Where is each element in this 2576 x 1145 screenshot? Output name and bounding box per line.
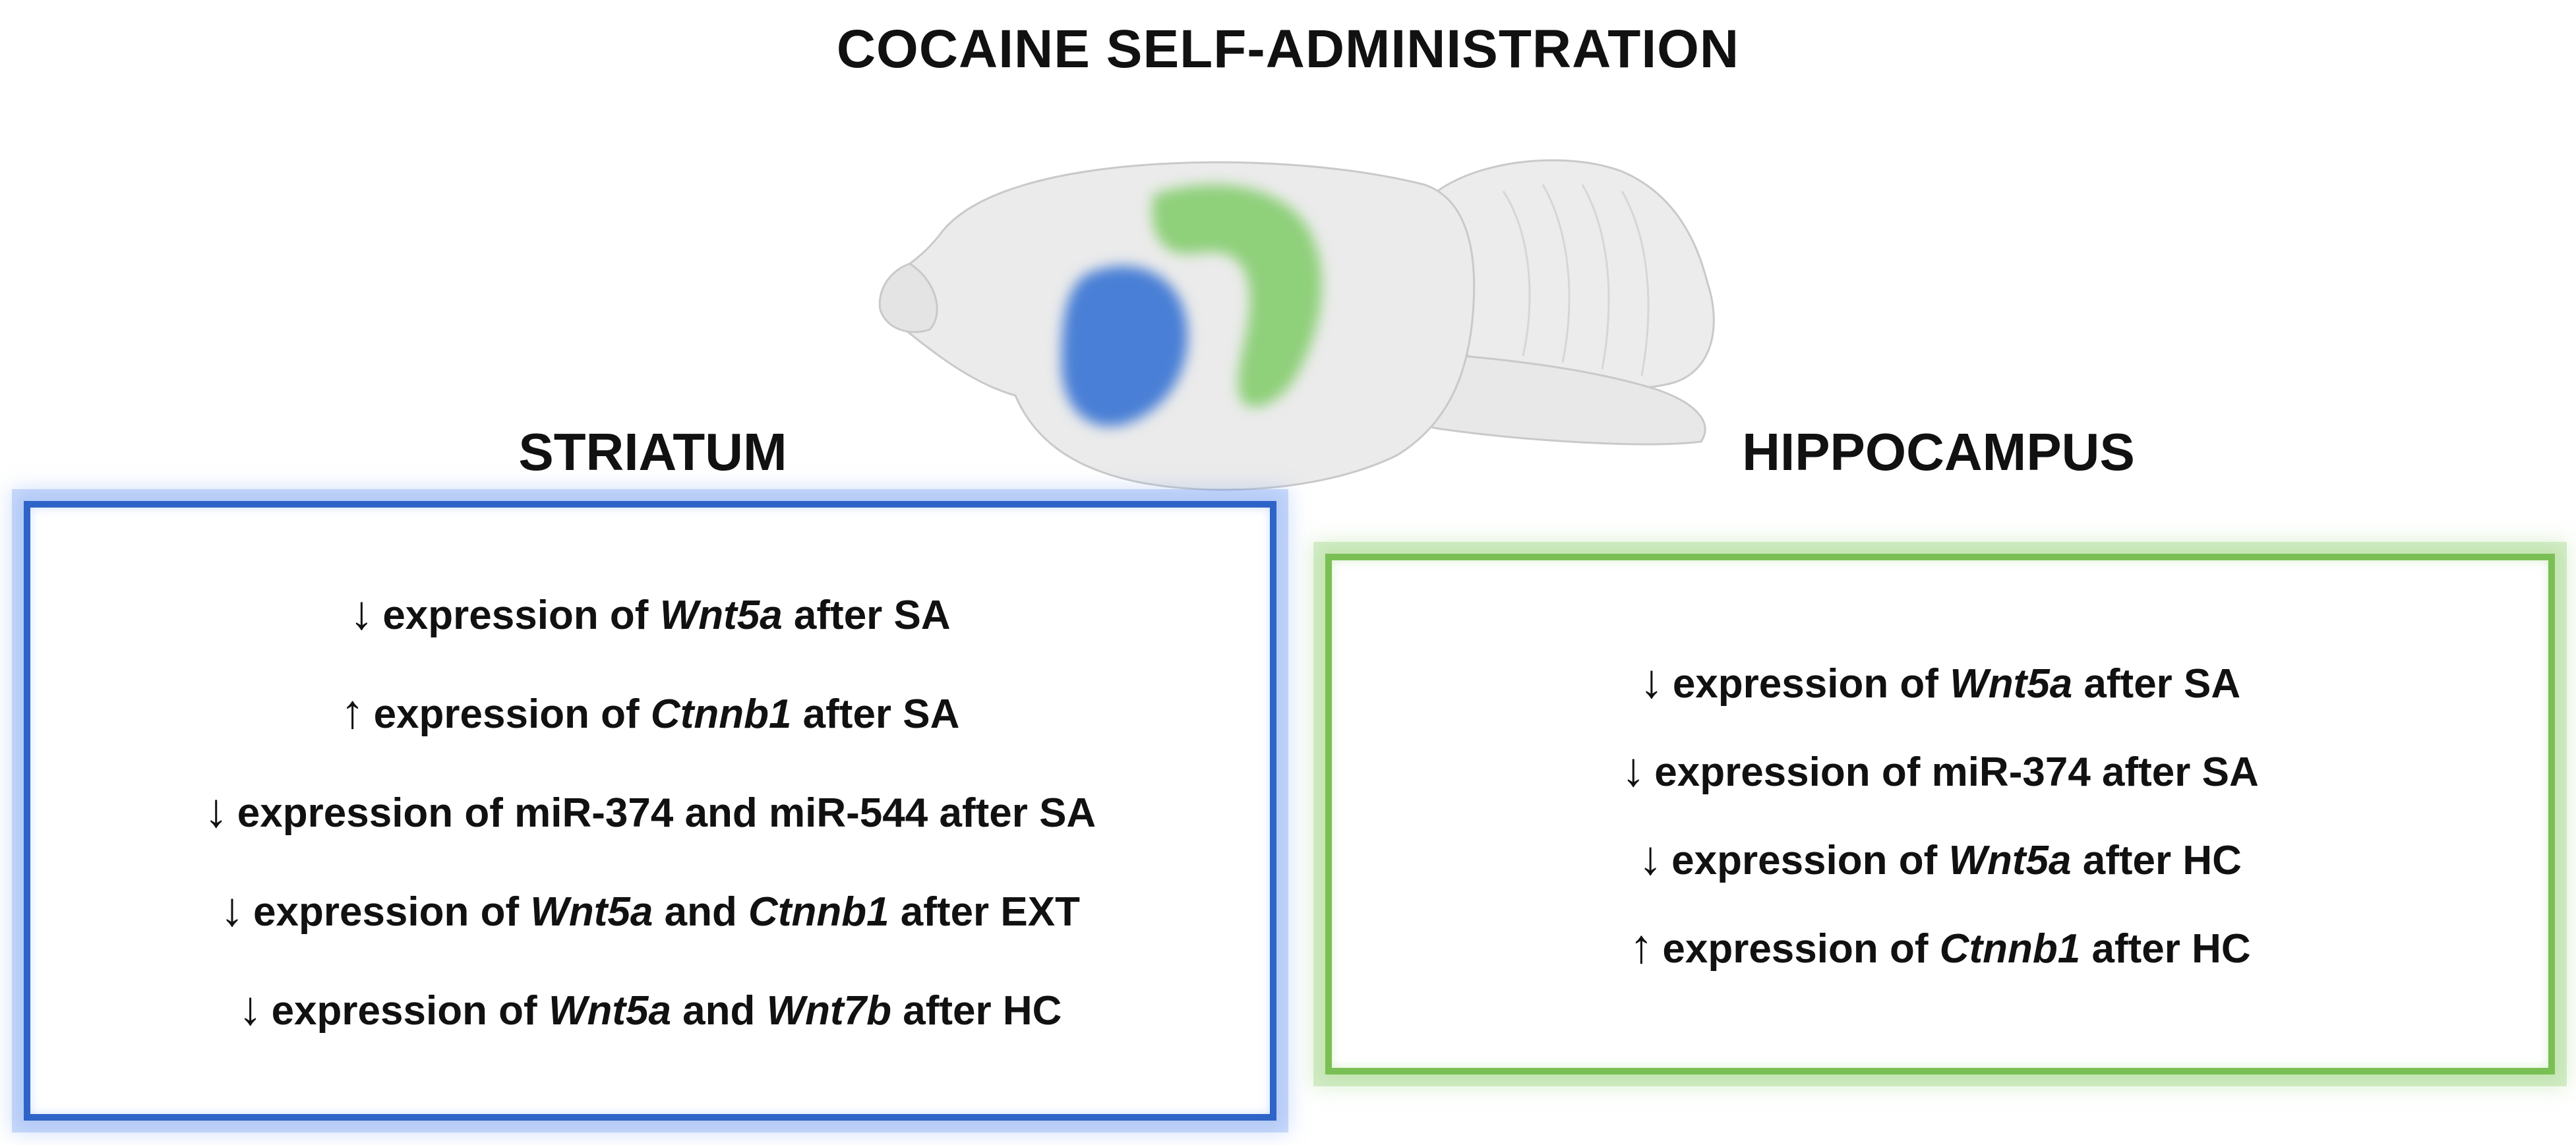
diagram-title: COCAINE SELF-ADMINISTRATION (836, 19, 1740, 79)
olfactory-bulb-shape (878, 262, 938, 334)
striatum-findings-panel: ↓expression of Wnt5a after SA ↑expressio… (24, 501, 1276, 1121)
hippocampus-finding: ↓expression of Wnt5a after HC (1638, 832, 2242, 885)
striatum-heading: STRIATUM (518, 423, 787, 481)
decrease-arrow-icon: ↓ (1621, 744, 1646, 796)
decrease-arrow-icon: ↓ (220, 883, 244, 936)
gene-name: Wnt5a (1950, 661, 2073, 707)
gene-name: Wnt7b (766, 988, 892, 1034)
striatum-finding: ↓expression of Wnt5a and Ctnnb1 after EX… (220, 883, 1080, 936)
striatum-region (1062, 266, 1188, 426)
gene-name: Wnt5a (548, 988, 671, 1034)
hippocampus-heading: HIPPOCAMPUS (1742, 423, 2135, 481)
striatum-finding: ↓expression of Wnt5a and Wnt7b after HC (238, 982, 1062, 1035)
gene-name: Wnt5a (659, 593, 783, 638)
decrease-arrow-icon: ↓ (1639, 655, 1663, 708)
hippocampus-finding: ↓expression of Wnt5a after SA (1639, 655, 2241, 708)
decrease-arrow-icon: ↓ (204, 784, 228, 837)
striatum-finding: ↓expression of miR-374 and miR-544 after… (204, 784, 1096, 837)
cerebellum-folds (1502, 184, 1650, 376)
gene-name: Wnt5a (530, 889, 653, 935)
hippocampus-finding: ↑expression of Ctnnb1 after HC (1629, 920, 2251, 973)
brain-illustration (878, 159, 1715, 491)
cerebellum-shape (1435, 159, 1715, 390)
increase-arrow-icon: ↑ (340, 686, 365, 738)
hippocampus-findings-panel: ↓expression of Wnt5a after SA ↓expressio… (1325, 554, 2555, 1074)
hippocampus-region (1152, 185, 1322, 407)
decrease-arrow-icon: ↓ (1638, 832, 1663, 885)
decrease-arrow-icon: ↓ (238, 982, 262, 1035)
striatum-finding: ↑expression of Ctnnb1 after SA (340, 686, 960, 738)
gene-name: Ctnnb1 (650, 691, 792, 737)
decrease-arrow-icon: ↓ (349, 587, 374, 639)
gene-name: Wnt5a (1948, 838, 2072, 883)
striatum-finding: ↓expression of Wnt5a after SA (349, 587, 951, 639)
gene-name: Ctnnb1 (748, 889, 889, 935)
gene-name: Ctnnb1 (1939, 926, 2081, 972)
hippocampus-finding: ↓expression of miR-374 after SA (1621, 744, 2259, 796)
increase-arrow-icon: ↑ (1629, 920, 1654, 973)
